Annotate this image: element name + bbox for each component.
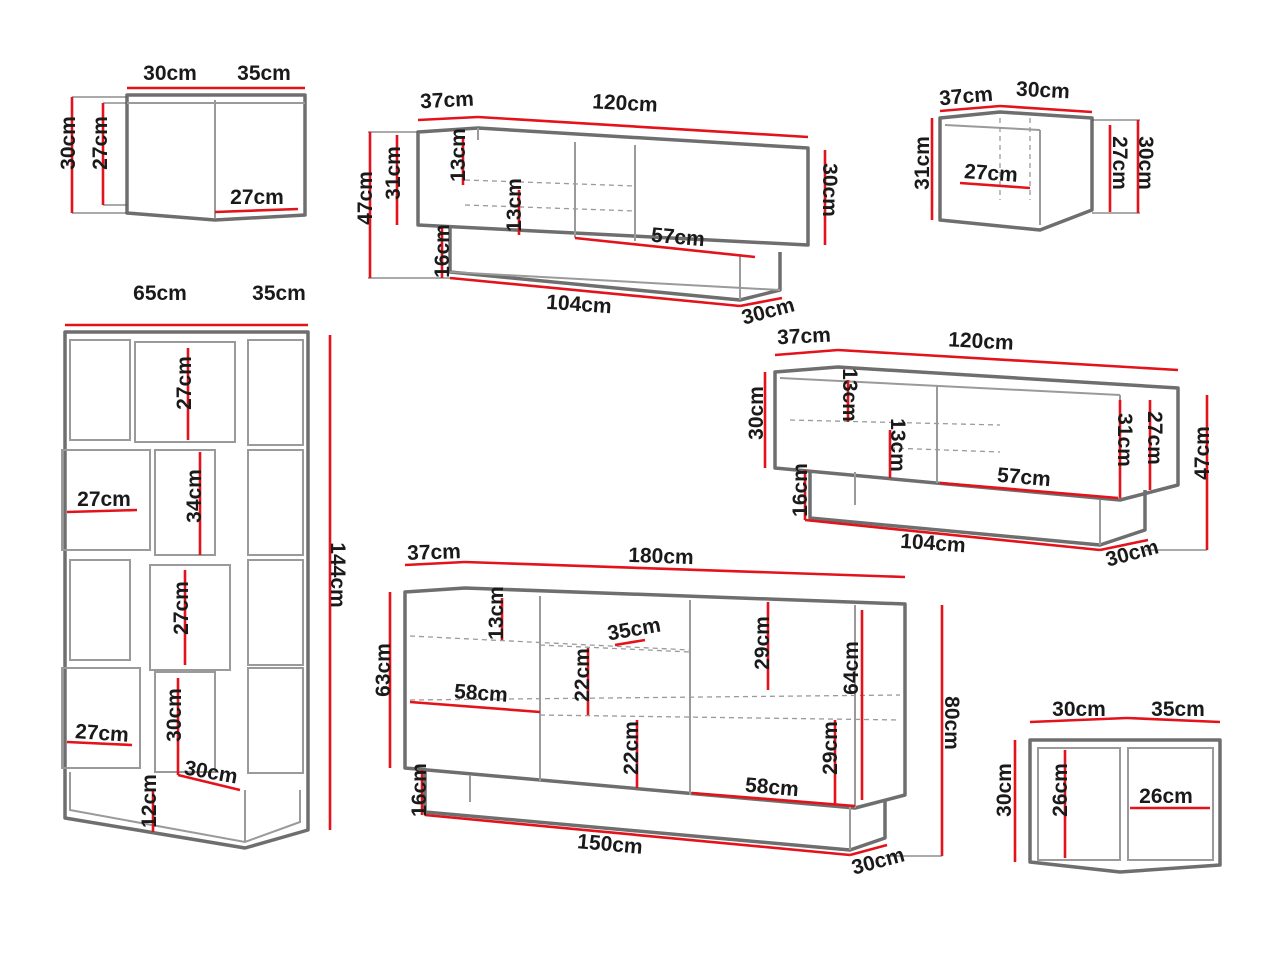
side-table-dimension-label: 26cm <box>1139 785 1193 808</box>
wall-cube-small-dimension-label: 30cm <box>57 116 80 170</box>
sideboard-dimension-label: 58cm <box>453 680 508 707</box>
side-table-dimension-label: 35cm <box>1151 698 1205 721</box>
sideboard-dimension-label: 150cm <box>576 830 643 859</box>
tv-unit-top-dimension-label: 37cm <box>420 88 475 114</box>
wall-cube-small-dimension-label: 27cm <box>89 116 112 170</box>
sideboard-dimension-label: 16cm <box>408 763 431 817</box>
sideboard-dimension-label: 180cm <box>628 544 694 569</box>
wall-cube-small-drawing <box>70 86 307 222</box>
bookcase-dimension-label: 65cm <box>133 282 187 305</box>
side-table-dimension-label: 30cm <box>1052 698 1106 721</box>
tv-unit-top-dimension-label: 31cm <box>382 146 405 200</box>
tv-unit-top-drawing <box>368 115 827 308</box>
sideboard-dimension-label: 64cm <box>840 641 863 695</box>
tv-unit-right-dimension-label: 47cm <box>1191 426 1214 480</box>
bookcase-dimension-label: 144cm <box>326 542 349 607</box>
tv-unit-right-dimension-label: 31cm <box>1113 413 1136 467</box>
tv-unit-right-dimension-label: 27cm <box>1143 411 1166 465</box>
bookcase-drawing <box>61 323 332 850</box>
sideboard-dimension-label: 80cm <box>940 696 963 750</box>
tv-unit-right-dimension-label: 120cm <box>948 328 1015 354</box>
sideboard-dimension-label: 22cm <box>571 648 594 702</box>
tv-unit-right-dimension-label: 16cm <box>789 463 812 517</box>
sideboard-dimension-label: 58cm <box>744 774 800 802</box>
bookcase-dimension-label: 30cm <box>163 688 186 742</box>
tv-unit-right-dimension-label: 13cm <box>886 418 909 472</box>
tv-unit-top-dimension-label: 104cm <box>546 291 613 319</box>
tv-unit-top-dimension-label: 120cm <box>592 90 659 116</box>
wall-cube-small-dimension-label: 27cm <box>230 186 284 209</box>
wall-cube-top-right-dimension-label: 31cm <box>911 136 934 190</box>
wall-cube-small-dimension-label: 35cm <box>237 62 291 85</box>
bookcase-dimension-label: 27cm <box>173 356 196 410</box>
wall-cube-top-right-drawing <box>930 104 1140 232</box>
sideboard-dimension-label: 63cm <box>372 643 395 697</box>
sideboard-dimension-label: 37cm <box>407 540 461 565</box>
sideboard-dimension-label: 29cm <box>751 616 774 670</box>
bookcase-dimension-label: 12cm <box>138 774 161 828</box>
tv-unit-top-dimension-label: 30cm <box>818 163 841 217</box>
wall-cube-top-right-dimension-label: 27cm <box>963 160 1018 187</box>
sideboard-dimension-label: 13cm <box>485 586 508 640</box>
tv-unit-right-drawing <box>763 348 1209 552</box>
tv-unit-right-dimension-label: 30cm <box>745 386 768 440</box>
wall-cube-top-right-dimension-label: 37cm <box>938 83 994 111</box>
side-table-drawing <box>1013 716 1222 874</box>
bookcase-dimension-label: 34cm <box>183 469 206 523</box>
tv-unit-right-dimension-label: 37cm <box>777 324 832 350</box>
tv-unit-right-dimension-label: 57cm <box>996 464 1052 492</box>
bookcase-dimension-label: 27cm <box>77 488 131 511</box>
wall-cube-top-right-dimension-label: 30cm <box>1134 136 1157 190</box>
wall-cube-top-right-dimension-label: 27cm <box>1108 136 1131 190</box>
tv-unit-right-dimension-label: 13cm <box>838 368 861 422</box>
tv-unit-top-dimension-label: 47cm <box>354 171 377 225</box>
tv-unit-top-dimension-label: 13cm <box>447 128 470 182</box>
tv-unit-top-dimension-label: 57cm <box>650 224 706 252</box>
sideboard-dimension-label: 22cm <box>620 721 643 775</box>
bookcase-dimension-label: 35cm <box>252 282 306 305</box>
tv-unit-right-dimension-label: 104cm <box>900 530 967 558</box>
sideboard-drawing <box>388 560 944 857</box>
sideboard-dimension-label: 29cm <box>819 721 842 775</box>
bookcase-dimension-label: 27cm <box>74 720 129 747</box>
side-table-dimension-label: 26cm <box>1049 763 1072 817</box>
tv-unit-top-dimension-label: 16cm <box>431 224 454 278</box>
tv-unit-top-dimension-label: 13cm <box>503 178 526 232</box>
wall-cube-small-dimension-label: 30cm <box>143 62 197 85</box>
wall-cube-top-right-dimension-label: 30cm <box>1016 78 1071 104</box>
side-table-dimension-label: 30cm <box>993 763 1016 817</box>
bookcase-dimension-label: 27cm <box>170 581 193 635</box>
